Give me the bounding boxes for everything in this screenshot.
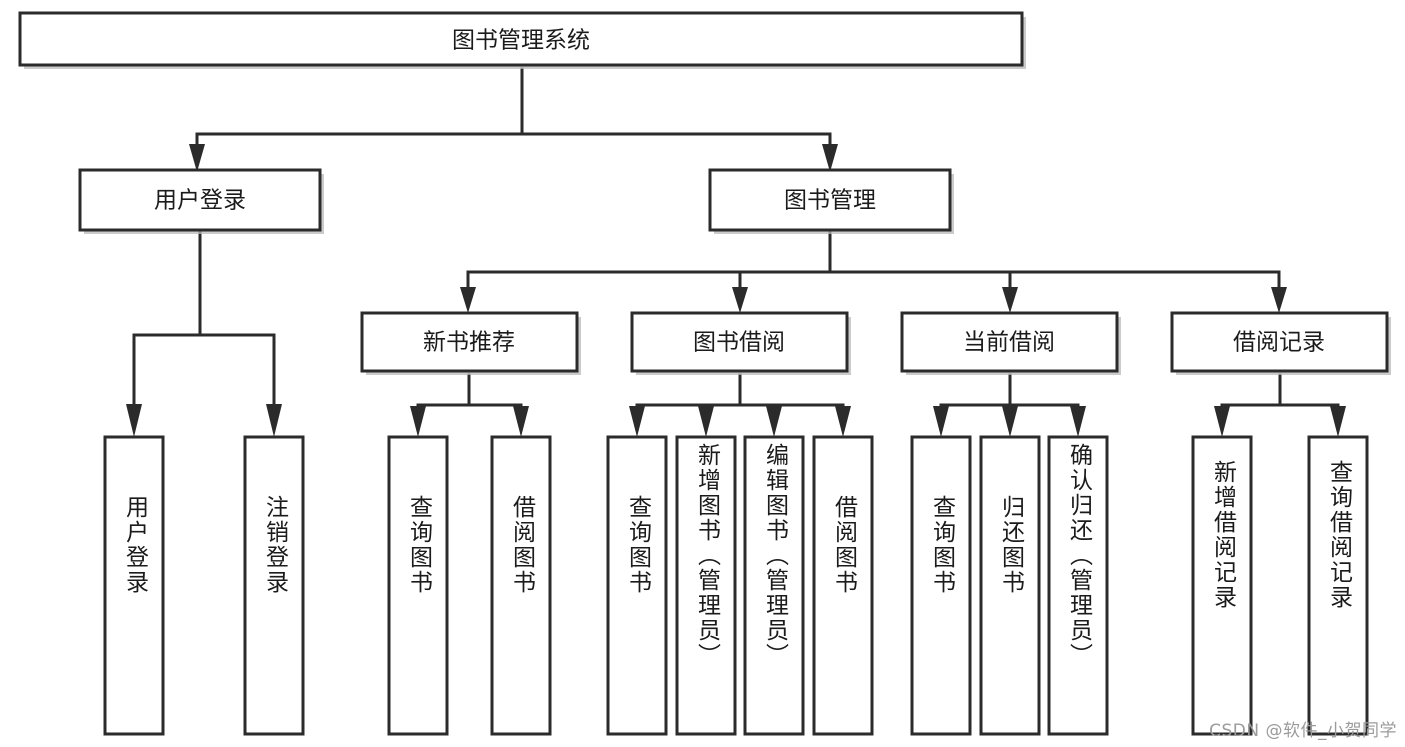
node-book-management-label: 图书管理	[784, 188, 876, 214]
arrow-to-book-borrow	[732, 287, 748, 313]
node-borrow-record-label: 借阅记录	[1233, 330, 1325, 356]
leaf-box-new-book-0[interactable]	[387, 435, 449, 736]
leaf-boxes-book-borrow	[606, 435, 874, 736]
node-book-borrow-label: 图书借阅	[693, 330, 785, 356]
node-new-book-recommend-box	[360, 311, 579, 373]
arrow-to-borrow-record	[1271, 287, 1287, 313]
arrow-book-borrow-c3	[766, 406, 782, 437]
node-book-management-box	[708, 168, 952, 232]
leaf-box-current-borrow-0[interactable]	[910, 435, 972, 736]
leaf-box-new-book-1[interactable]	[490, 435, 552, 736]
arrow-current-borrow-c3	[1070, 406, 1086, 437]
leaf-box-book-borrow-0[interactable]	[606, 435, 668, 736]
node-new-book-recommend[interactable]: 新书推荐	[360, 311, 581, 375]
node-current-borrow-label: 当前借阅	[963, 330, 1055, 356]
leaf-box-user-login-0[interactable]	[103, 435, 165, 736]
node-new-book-recommend-label: 新书推荐	[423, 330, 515, 356]
node-book-borrow-box	[630, 311, 849, 373]
leaf-box-user-login-1[interactable]	[243, 435, 305, 736]
node-root-box	[18, 11, 1024, 67]
edge-group-book-mgmt-to-level3	[460, 230, 1287, 313]
edge-group-current-borrow-children	[933, 373, 1086, 437]
arrow-current-borrow-c1	[933, 406, 949, 437]
edge-group-user-login-children	[126, 230, 282, 437]
leaf-box-borrow-record-0[interactable]	[1191, 435, 1253, 736]
arrow-borrow-record-c2	[1330, 406, 1346, 437]
arrow-to-user-login	[189, 144, 205, 172]
node-user-login-label: 用户登录	[154, 188, 246, 214]
leaf-boxes-user-login	[103, 435, 305, 736]
node-current-borrow-box	[900, 311, 1119, 373]
leaf-boxes-new-book-recommend	[387, 435, 552, 736]
arrow-to-book-mgmt	[822, 144, 838, 172]
node-book-borrow[interactable]: 图书借阅	[630, 311, 851, 375]
node-current-borrow[interactable]: 当前借阅	[900, 311, 1121, 375]
edge-group-root-to-level2	[189, 67, 838, 172]
csdn-watermark: CSDN @软件_小贺同学	[1209, 721, 1397, 741]
leaf-box-book-borrow-1[interactable]	[675, 435, 737, 736]
leaf-box-current-borrow-2[interactable]	[1047, 435, 1109, 736]
arrow-user-login-c1	[126, 404, 142, 437]
arrow-to-current-borrow	[1002, 287, 1018, 313]
arrow-book-borrow-c2	[698, 406, 714, 437]
node-user-login-box	[78, 168, 322, 232]
arrow-user-login-c2	[266, 404, 282, 437]
leaf-box-book-borrow-2[interactable]	[743, 435, 805, 736]
arrow-current-borrow-c2	[1002, 406, 1018, 437]
arrow-book-borrow-c1	[629, 406, 645, 437]
node-borrow-record-box	[1170, 311, 1389, 373]
arrow-new-book-c1	[410, 406, 426, 437]
arrow-new-book-c2	[513, 406, 529, 437]
node-root[interactable]: 图书管理系统	[18, 11, 1026, 69]
arrow-borrow-record-c1	[1214, 406, 1230, 437]
edge-group-new-book-children	[410, 373, 529, 437]
leaf-box-book-borrow-3[interactable]	[812, 435, 874, 736]
edge-group-book-borrow-children	[629, 373, 851, 437]
leaf-box-current-borrow-1[interactable]	[979, 435, 1041, 736]
node-borrow-record[interactable]: 借阅记录	[1170, 311, 1391, 375]
arrow-book-borrow-c4	[835, 406, 851, 437]
leaf-boxes-current-borrow	[910, 435, 1109, 736]
node-root-label: 图书管理系统	[452, 28, 590, 54]
leaf-boxes-borrow-record	[1191, 435, 1369, 736]
arrow-to-new-book-recommend	[460, 287, 476, 313]
node-book-management[interactable]: 图书管理	[708, 168, 954, 234]
edge-group-borrow-record-children	[1214, 373, 1346, 437]
leaf-box-borrow-record-1[interactable]	[1307, 435, 1369, 736]
node-user-login[interactable]: 用户登录	[78, 168, 324, 234]
